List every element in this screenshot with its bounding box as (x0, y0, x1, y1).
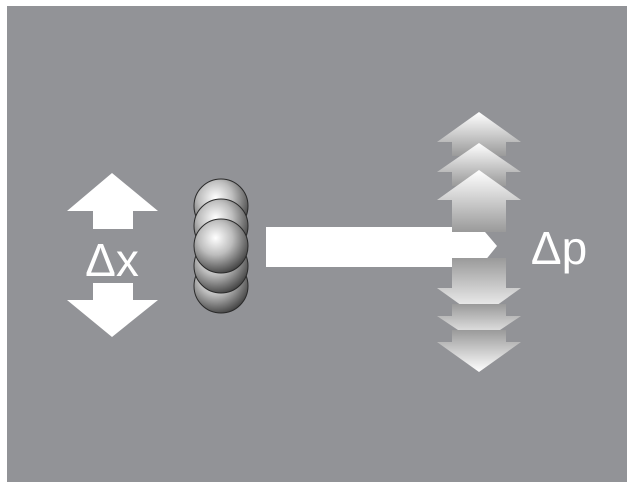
delta-p-down-chevrons (437, 258, 521, 372)
momentum-chevron-down-2 (437, 304, 521, 344)
momentum-chevron-up-3 (437, 170, 521, 232)
delta-p-label: Δp (531, 222, 587, 274)
delta-p-up-chevrons (437, 112, 521, 232)
delta-x-label: Δx (85, 234, 139, 286)
main-arrow (266, 205, 497, 289)
momentum-chevron-down-1 (437, 258, 521, 318)
sphere-3 (193, 218, 249, 274)
particle-spheres (193, 178, 249, 314)
delta-x-up-arrow (67, 173, 158, 229)
delta-x-down-arrow (67, 283, 158, 337)
momentum-chevron-up-2 (437, 143, 521, 186)
momentum-chevron-up-1 (437, 112, 521, 156)
momentum-chevron-down-3 (437, 330, 521, 372)
